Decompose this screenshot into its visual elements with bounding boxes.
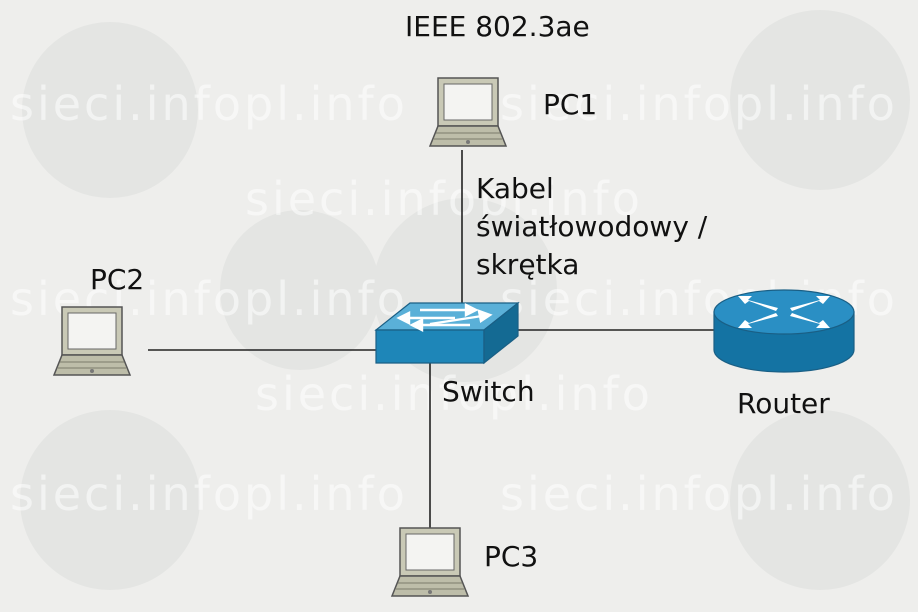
laptop-pc3-icon — [391, 527, 469, 597]
pc2-label: PC2 — [90, 263, 145, 296]
router-label: Router — [737, 387, 830, 420]
diagram-title: IEEE 802.3ae — [405, 10, 590, 43]
pc3-label: PC3 — [484, 540, 539, 573]
cable-label-line: Kabel — [476, 172, 554, 205]
router-icon — [713, 289, 855, 373]
watermark-text: sieci.infopl.info — [245, 172, 643, 226]
pc1-label: PC1 — [543, 88, 598, 121]
cable-label-line: światłowodowy / — [476, 210, 708, 243]
watermark-text: sieci.infopl.info — [10, 467, 408, 521]
switch-label: Switch — [442, 375, 535, 408]
watermark-text: sieci.infopl.info — [255, 367, 653, 421]
switch-icon — [374, 301, 520, 365]
links — [148, 150, 714, 528]
cable-label-line: skrętka — [476, 248, 580, 281]
cable-label: Kabel światłowodowy / skrętka — [476, 170, 707, 284]
laptop-pc1-icon — [429, 77, 507, 147]
watermark-text: sieci.infopl.info — [500, 77, 898, 131]
laptop-pc2-icon — [53, 306, 131, 376]
watermark-text: sieci.infopl.info — [500, 467, 898, 521]
watermark-text: sieci.infopl.info — [10, 77, 408, 131]
